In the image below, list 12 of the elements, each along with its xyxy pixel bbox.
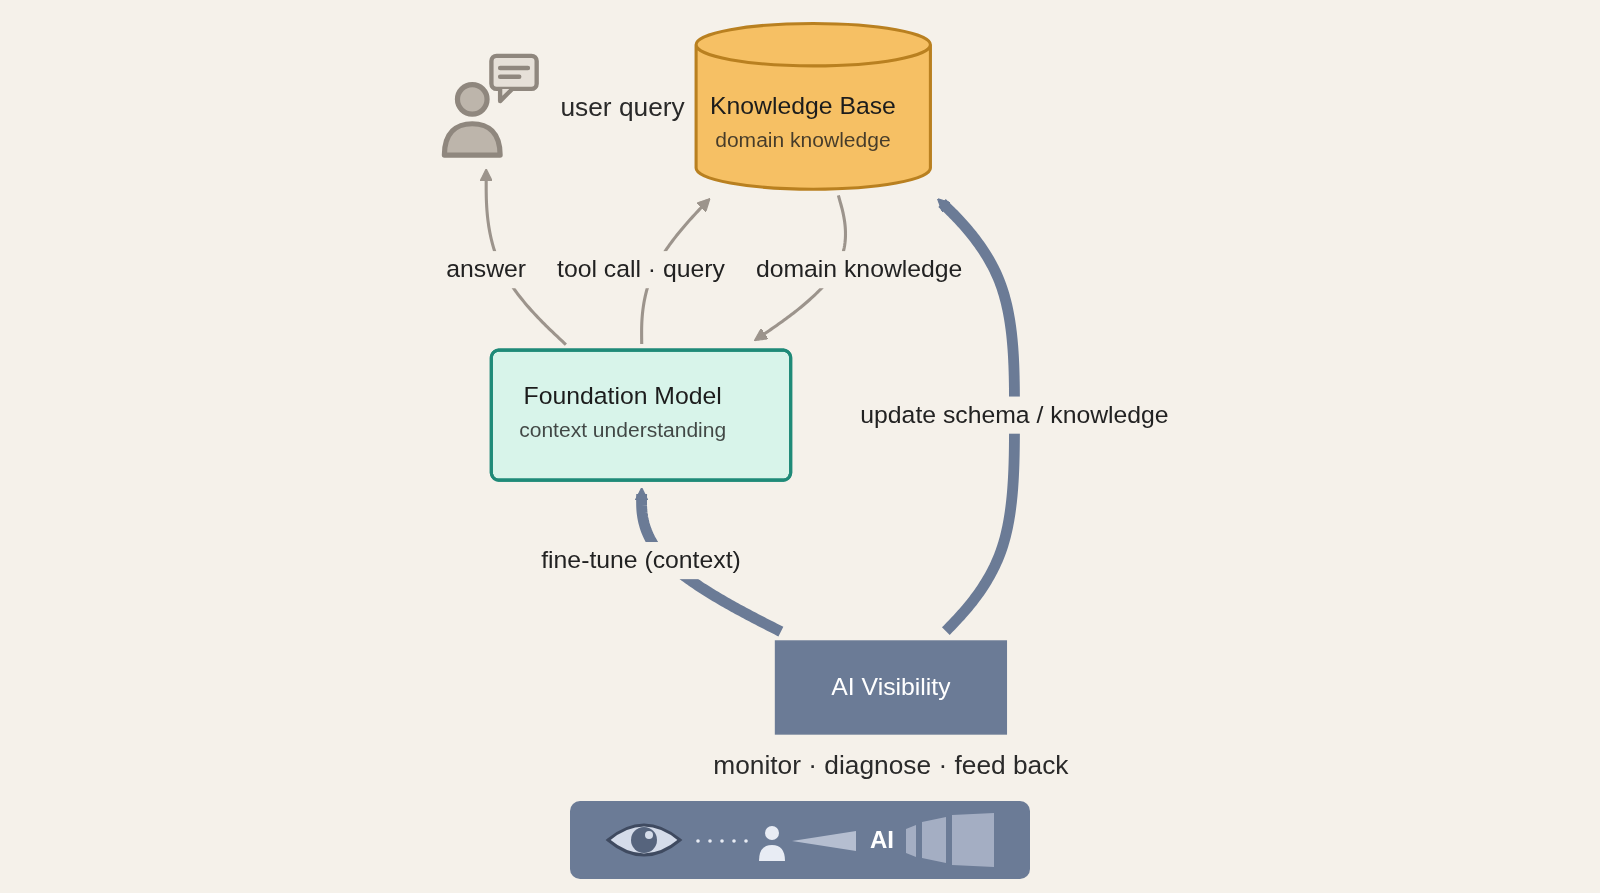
illustration-label: AI bbox=[870, 826, 894, 854]
node-caption: monitor · diagnose · feed back bbox=[713, 750, 1069, 781]
node-caption: user query bbox=[560, 91, 686, 122]
monitoring-band bbox=[775, 640, 1008, 735]
node-subtitle: context understanding bbox=[519, 417, 727, 444]
database-cylinder bbox=[695, 21, 933, 191]
model-box bbox=[490, 348, 793, 482]
node-title: Foundation Model bbox=[523, 381, 724, 411]
node-subtitle: domain knowledge bbox=[714, 127, 893, 154]
node-title: Knowledge Base bbox=[710, 91, 897, 121]
node-title: AI Visibility bbox=[831, 672, 951, 702]
arrow bbox=[937, 198, 1021, 635]
